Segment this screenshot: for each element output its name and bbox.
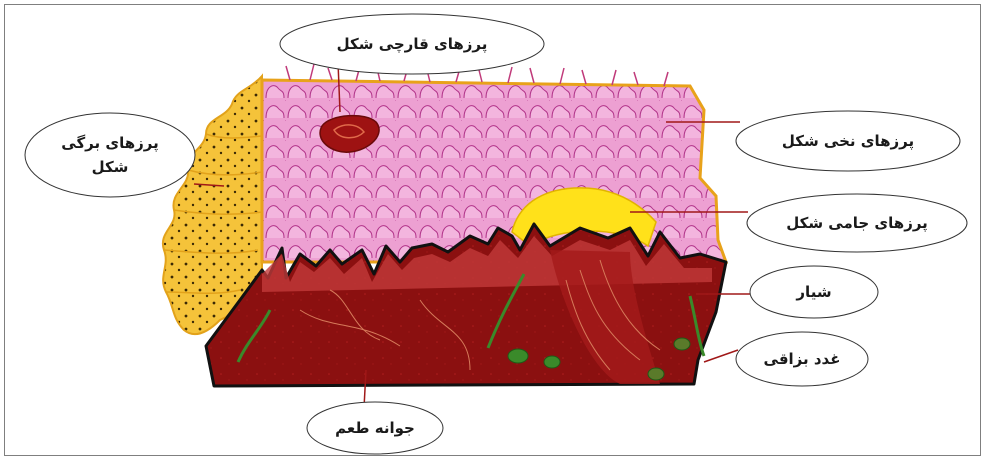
svg-text:غدد بزاقی: غدد بزاقی: [764, 350, 841, 368]
svg-text:شیار: شیار: [795, 283, 831, 301]
label-circumvallate: پرزهای جامی شکل: [747, 194, 967, 252]
svg-text:پرزهای جامی شکل: پرزهای جامی شکل: [786, 214, 928, 233]
svg-text:پرزهای نخی شکل: پرزهای نخی شکل: [782, 132, 914, 151]
label-groove: شیار: [750, 266, 878, 318]
label-foliate: پرزهای برگی شکل: [25, 113, 195, 197]
label-filiform: پرزهای نخی شکل: [736, 111, 960, 171]
svg-text:پرزهای قارچی شکل: پرزهای قارچی شکل: [337, 35, 488, 54]
svg-text:شکل: شکل: [92, 158, 129, 176]
svg-text:جوانه طعم: جوانه طعم: [335, 419, 415, 437]
label-fungiform: پرزهای قارچی شکل: [280, 14, 544, 74]
svg-text:پرزهای برگی: پرزهای برگی: [61, 134, 158, 153]
label-salivary-gland: غدد بزاقی: [736, 332, 868, 386]
label-taste-bud: جوانه طعم: [307, 402, 443, 454]
